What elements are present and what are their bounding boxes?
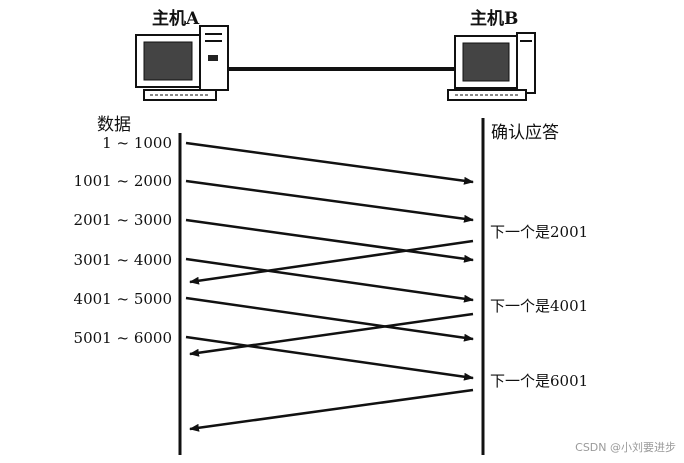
ack-arrow-3 <box>189 388 474 432</box>
data-arrow-5 <box>185 296 474 342</box>
host-a-label: 主机A <box>152 9 200 29</box>
segment-label-6: 5001 ~ 6000 <box>73 329 172 347</box>
data-arrow-6 <box>185 335 474 381</box>
segment-label-3: 2001 ~ 3000 <box>73 211 172 229</box>
ack-column-label: 确认应答 <box>491 123 559 143</box>
segment-label-1: 1 ~ 1000 <box>102 134 172 152</box>
data-arrow-3 <box>185 218 474 263</box>
data-column-label: 数据 <box>97 115 131 135</box>
ack-label-3: 下一个是6001 <box>490 372 589 390</box>
ack-label-2: 下一个是4001 <box>490 297 589 315</box>
ack-arrow-2 <box>189 312 474 357</box>
host-b-label: 主机B <box>470 9 519 29</box>
watermark: CSDN @小刘要进步 <box>575 441 676 454</box>
data-arrow-4 <box>185 257 474 303</box>
segment-label-4: 3001 ~ 4000 <box>73 251 172 269</box>
data-arrow-2 <box>185 179 474 223</box>
segment-label-2: 1001 ~ 2000 <box>73 172 172 190</box>
data-arrow-1 <box>185 141 474 185</box>
host-b-computer-icon <box>447 32 536 101</box>
ack-arrow-1 <box>189 239 474 285</box>
segment-label-5: 4001 ~ 5000 <box>73 290 172 308</box>
ack-label-1: 下一个是2001 <box>490 223 589 241</box>
host-a-computer-icon <box>135 25 229 101</box>
